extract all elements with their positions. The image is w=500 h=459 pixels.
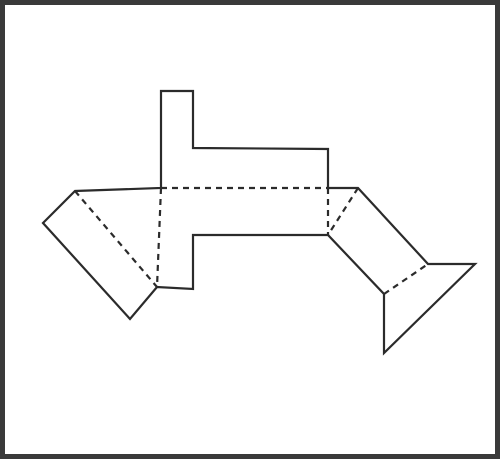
fold-line-left-inner [155, 187, 163, 288]
fold-lines [74, 186, 429, 295]
fold-line-right-diagonal [327, 187, 359, 236]
net-outline [41, 89, 478, 356]
fold-line-lower-right [383, 263, 429, 295]
